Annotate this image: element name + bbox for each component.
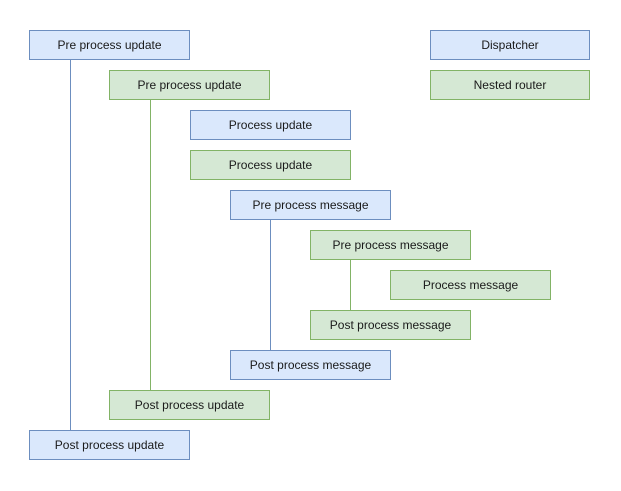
edge-dispatcher-update-lifeline [70, 60, 71, 430]
node-post-process-update-nested[interactable]: Post process update [109, 390, 270, 420]
node-process-message-nested[interactable]: Process message [390, 270, 551, 300]
edge-nested-update-lifeline [150, 100, 151, 390]
node-post-process-message-nested[interactable]: Post process message [310, 310, 471, 340]
legend-item-nested-router[interactable]: Nested router [430, 70, 590, 100]
node-pre-process-update-nested[interactable]: Pre process update [109, 70, 270, 100]
node-process-update-nested[interactable]: Process update [190, 150, 351, 180]
node-post-process-update-dispatcher[interactable]: Post process update [29, 430, 190, 460]
node-pre-process-update-dispatcher[interactable]: Pre process update [29, 30, 190, 60]
edge-dispatcher-message-lifeline [270, 220, 271, 350]
node-pre-process-message-dispatcher[interactable]: Pre process message [230, 190, 391, 220]
node-post-process-message-dispatcher[interactable]: Post process message [230, 350, 391, 380]
legend-item-dispatcher[interactable]: Dispatcher [430, 30, 590, 60]
node-pre-process-message-nested[interactable]: Pre process message [310, 230, 471, 260]
edge-nested-message-lifeline [350, 260, 351, 310]
node-process-update-dispatcher[interactable]: Process update [190, 110, 351, 140]
